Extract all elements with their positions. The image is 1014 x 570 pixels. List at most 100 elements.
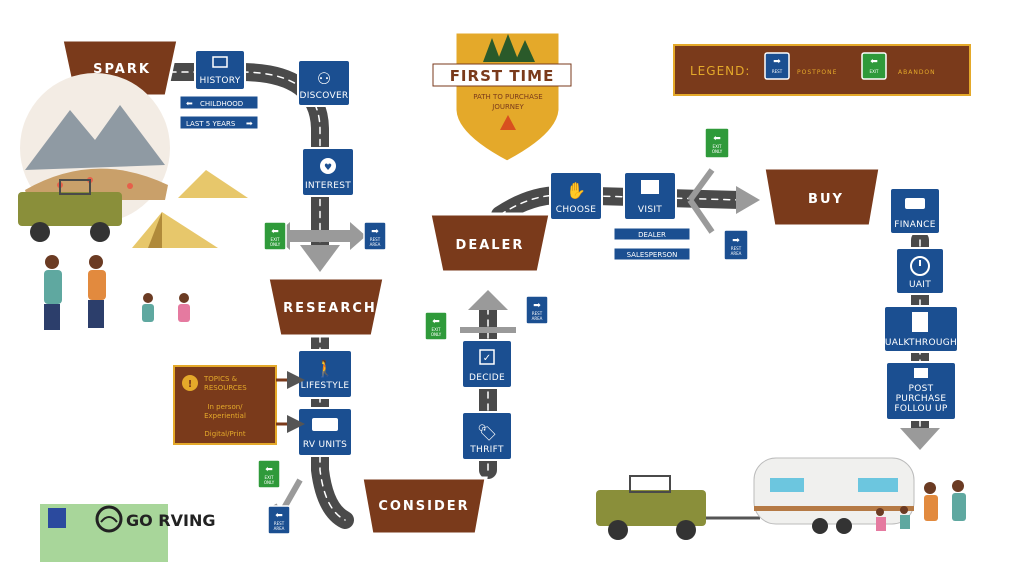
step-walkthrough: UALKTHROUGH — [883, 305, 959, 353]
svg-text:⬅: ⬅ — [713, 134, 721, 144]
legend-label: LEGEND: — [690, 64, 750, 78]
binoculars-icon: ⚇ — [317, 69, 331, 88]
svg-text:In person/: In person/ — [207, 403, 243, 411]
svg-text:AREA: AREA — [274, 526, 285, 531]
svg-text:DEALER: DEALER — [638, 231, 666, 239]
svg-text:⬅: ⬅ — [275, 511, 283, 521]
note-dealer: DEALER — [613, 227, 691, 241]
svg-text:EXIT: EXIT — [432, 327, 441, 332]
step-history: HISTORY — [194, 49, 246, 91]
svg-text:REST: REST — [772, 69, 783, 74]
exit-sign-3: ⬅ EXIT ONLY — [424, 311, 448, 341]
rest-area-sign — [764, 52, 790, 80]
stage-label-consider: CONSIDER — [378, 499, 469, 514]
speech-bubble-icon — [914, 368, 928, 378]
price-tag-icon: 🏷 — [477, 423, 497, 442]
stage-label-research: RESEARCH — [283, 301, 377, 316]
svg-text:⬅: ⬅ — [870, 57, 878, 67]
svg-text:⬅: ⬅ — [271, 227, 279, 237]
exit-sign-1: ⬅ EXIT ONLY — [263, 221, 287, 251]
stage-research: RESEARCH — [266, 276, 386, 338]
svg-text:➡: ➡ — [773, 57, 781, 67]
hand-icon: ✋ — [566, 181, 586, 200]
step-visit: VISIT — [623, 171, 677, 221]
legend-postpone: POSTPONE — [797, 69, 837, 76]
svg-text:REST: REST — [274, 521, 285, 526]
stage-buy: BUY — [762, 166, 882, 228]
info-icon — [182, 375, 198, 391]
svg-text:➡: ➡ — [371, 227, 379, 237]
brand-area: GO RVING — [40, 504, 215, 562]
tents-illustration — [132, 170, 248, 248]
title-badge: FIRST TIME PATH TO PURCHASE JOURNEY — [432, 30, 572, 164]
svg-text:SALESPERSON: SALESPERSON — [627, 251, 678, 259]
rest-sign-3: ➡ REST AREA — [525, 295, 549, 325]
jeep-trailer-illustration — [596, 457, 915, 540]
svg-text:FINANCE: FINANCE — [894, 220, 936, 230]
legend: LEGEND: ➡ REST POSTPONE ⬅ EXIT ABANDON — [673, 44, 971, 96]
rest-sign-4: ➡ REST AREA — [723, 229, 749, 261]
svg-text:INTEREST: INTEREST — [305, 181, 351, 191]
badge-title: FIRST TIME — [450, 67, 555, 85]
svg-text:LAST 5 YEARS: LAST 5 YEARS — [186, 120, 236, 128]
legend-abandon: ABANDON — [898, 69, 936, 76]
step-interest: ♥ INTEREST — [301, 147, 355, 197]
svg-text:Digital/Print: Digital/Print — [204, 430, 245, 438]
exit-only-sign — [861, 52, 887, 80]
step-wait: UAIT — [895, 247, 945, 295]
svg-text:ONLY: ONLY — [270, 242, 281, 247]
svg-text:⬅: ⬅ — [432, 317, 440, 327]
stopwatch-icon — [910, 256, 930, 276]
svg-text:AREA: AREA — [532, 316, 543, 321]
exit-sign-2: ⬅ EXIT ONLY — [257, 459, 281, 489]
svg-text:RESOURCES: RESOURCES — [204, 384, 247, 392]
note-childhood: ⬅ CHILDHOOD — [179, 95, 259, 110]
svg-text:DECIDE: DECIDE — [469, 373, 505, 383]
svg-text:ONLY: ONLY — [431, 332, 442, 337]
svg-text:ONLY: ONLY — [712, 149, 723, 154]
pine-tree-icon — [483, 38, 501, 62]
svg-text:REST: REST — [370, 237, 381, 242]
rest-sign-2: ⬅ REST AREA — [267, 505, 291, 535]
svg-text:!: ! — [188, 379, 193, 390]
money-icon — [905, 198, 925, 209]
svg-text:LIFESTYLE: LIFESTYLE — [301, 381, 350, 391]
step-rv-units: RV UNITS — [297, 407, 353, 457]
gorving-logo-icon — [95, 505, 123, 533]
pine-tree-icon — [515, 40, 535, 62]
photo-icon — [212, 56, 228, 68]
svg-text:EXIT: EXIT — [713, 144, 722, 149]
stage-consider: CONSIDER — [360, 476, 488, 536]
svg-text:RV UNITS: RV UNITS — [303, 440, 347, 450]
badge-subtitle: PATH TO PURCHASE — [473, 93, 542, 101]
hiker-icon: 🚶 — [315, 359, 335, 378]
svg-text:♥: ♥ — [324, 163, 332, 173]
svg-text:AREA: AREA — [370, 242, 381, 247]
family-illustration — [44, 255, 190, 330]
step-lifestyle: 🚶 LIFESTYLE — [297, 349, 353, 399]
svg-text:VISIT: VISIT — [638, 205, 662, 215]
svg-text:➡: ➡ — [246, 119, 253, 128]
svg-text:REST: REST — [532, 311, 543, 316]
svg-text:AREA: AREA — [731, 251, 742, 256]
step-thrift: 🏷 THRIFT — [461, 411, 513, 461]
svg-text:⬅: ⬅ — [186, 99, 193, 108]
badge-subtitle-2: JOURNEY — [491, 103, 524, 111]
svg-text:UALKTHROUGH: UALKTHROUGH — [885, 338, 957, 348]
stage-label-spark: SPARK — [93, 62, 151, 77]
svg-text:✓: ✓ — [483, 353, 491, 364]
note-last-years: LAST 5 YEARS ➡ — [179, 115, 259, 130]
svg-text:EXIT: EXIT — [271, 237, 280, 242]
svg-text:HISTORY: HISTORY — [200, 76, 241, 86]
checklist-icon — [912, 312, 928, 332]
stage-label-dealer: DEALER — [456, 238, 525, 253]
landscape-illustration — [20, 73, 170, 223]
checkbox-icon — [479, 349, 495, 365]
svg-text:⬅: ⬅ — [265, 465, 273, 475]
svg-text:DISCOVER: DISCOVER — [299, 91, 348, 101]
svg-text:➡: ➡ — [533, 301, 541, 311]
step-post-purchase: POST PURCHASE FOLLOU UP — [885, 361, 957, 421]
svg-text:CHOOSE: CHOOSE — [556, 205, 596, 215]
rest-sign-1: ➡ REST AREA — [363, 221, 387, 251]
